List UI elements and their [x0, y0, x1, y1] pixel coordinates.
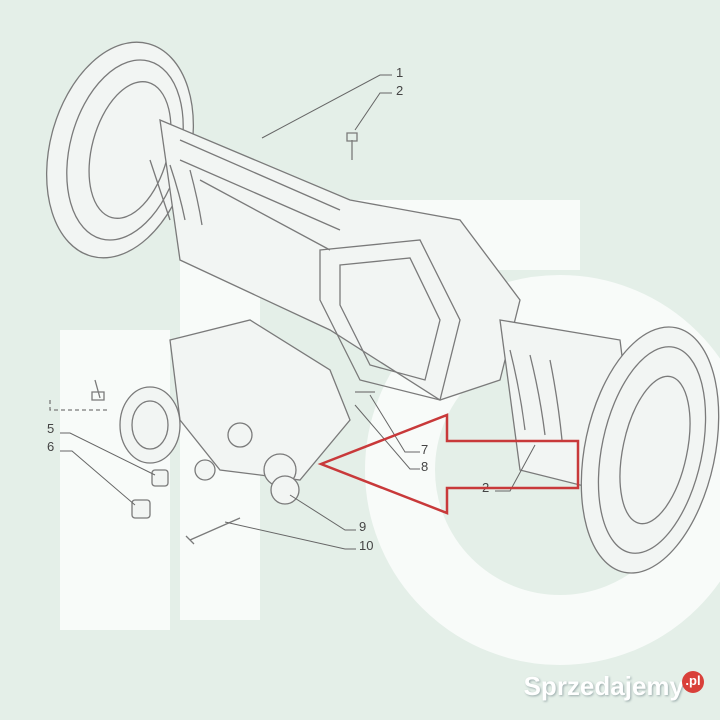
callout-7: 7: [421, 442, 428, 457]
callout-2: 2: [396, 83, 403, 98]
leader-lines: [60, 74, 536, 550]
right-hub-housing: [499, 319, 720, 574]
watermark-logo: Sprzedajemy.pl: [524, 671, 704, 702]
small-parts: [49, 132, 375, 545]
watermark-shape: [365, 275, 720, 665]
callout-1: 1: [396, 65, 403, 80]
differential-carrier: [119, 319, 351, 505]
axle-beam: [149, 118, 521, 401]
watermark-suffix: .pl: [682, 671, 704, 693]
watermark-brand: Sprzedajemy: [523, 671, 684, 701]
callout-9: 9: [359, 519, 366, 534]
callout-10: 10: [359, 538, 373, 553]
callout-5: 5: [47, 421, 54, 436]
callout-8: 8: [421, 459, 428, 474]
highlight-arrow: [317, 413, 580, 515]
callout-6: 6: [47, 439, 54, 454]
